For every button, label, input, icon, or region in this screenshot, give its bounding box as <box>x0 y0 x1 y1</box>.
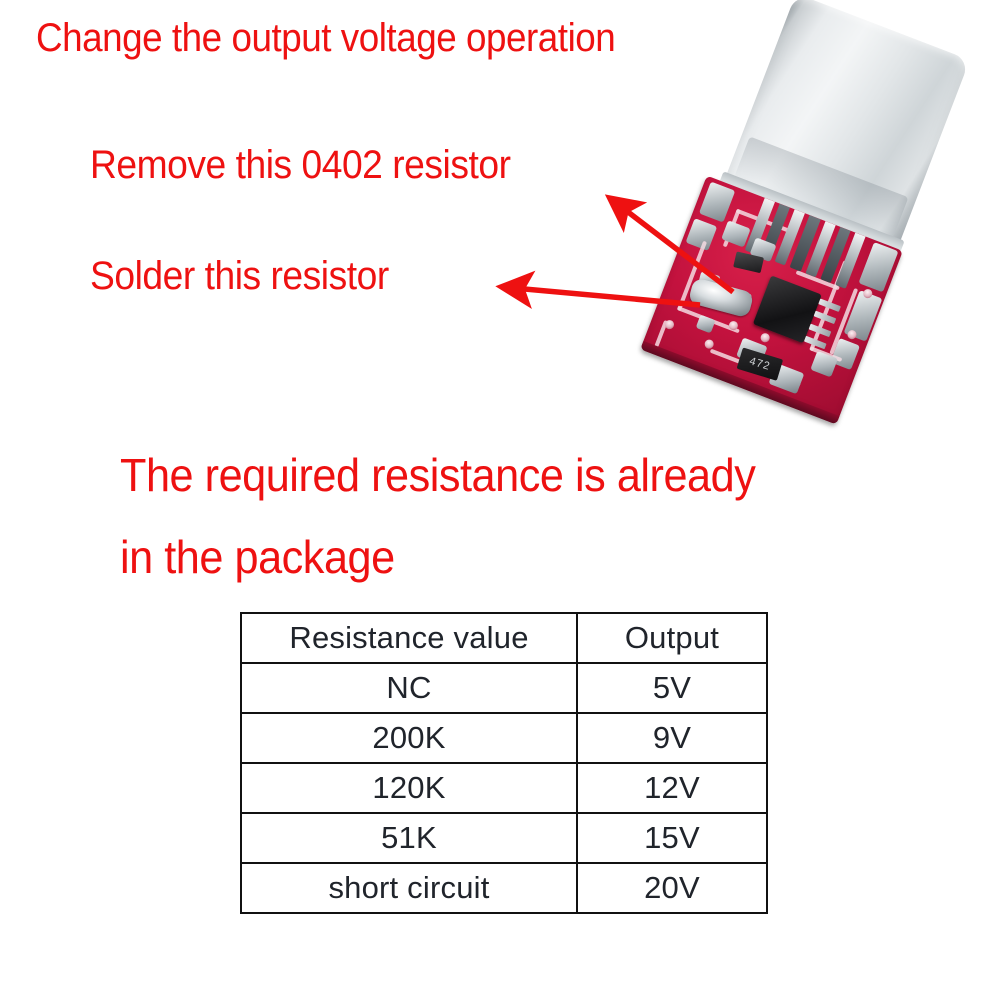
pcb-via <box>759 331 771 344</box>
solder-resistor-label: Solder this resistor <box>90 254 389 298</box>
header-output: Output <box>576 612 768 664</box>
component-472: 472 <box>736 347 784 381</box>
resistor-solder-pad <box>687 277 755 319</box>
cell-output: 20V <box>576 862 768 914</box>
resistance-output-table: Resistance value Output NC 5V 200K 9V 12… <box>240 612 768 914</box>
device-photo: 472 <box>616 0 1000 425</box>
table-row: short circuit 20V <box>240 862 768 914</box>
table-row: 120K 12V <box>240 762 768 814</box>
package-note-line1: The required resistance is already <box>120 449 756 501</box>
cell-resistance: NC <box>240 662 578 714</box>
package-note-line2: in the package <box>120 531 395 583</box>
pcb-via <box>663 318 676 331</box>
title-text: Change the output voltage operation <box>36 16 616 60</box>
remove-resistor-label: Remove this 0402 resistor <box>90 143 511 187</box>
cell-output: 15V <box>576 812 768 864</box>
cell-resistance: 120K <box>240 762 578 814</box>
table-body: Resistance value Output NC 5V 200K 9V 12… <box>240 612 768 914</box>
table-row: NC 5V <box>240 662 768 714</box>
ic-pin <box>808 323 832 337</box>
device-body: 472 <box>557 0 1000 464</box>
cell-resistance: 200K <box>240 712 578 764</box>
table-row: 200K 9V <box>240 712 768 764</box>
cell-output: 9V <box>576 712 768 764</box>
cell-resistance: short circuit <box>240 862 578 914</box>
cell-output: 12V <box>576 762 768 814</box>
pcb-via <box>703 338 715 350</box>
table-row: 51K 15V <box>240 812 768 864</box>
shield-leg <box>858 241 899 293</box>
cell-output: 5V <box>576 662 768 714</box>
ic-pin <box>813 310 837 325</box>
shield-leg <box>698 181 736 223</box>
table-header-row: Resistance value Output <box>240 612 768 664</box>
header-resistance-value: Resistance value <box>240 612 578 664</box>
solder-pad <box>695 314 716 334</box>
cell-resistance: 51K <box>240 812 578 864</box>
